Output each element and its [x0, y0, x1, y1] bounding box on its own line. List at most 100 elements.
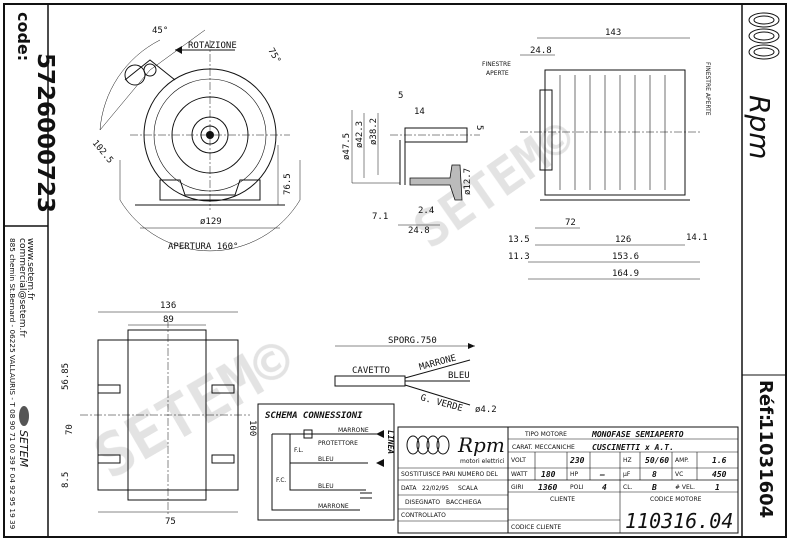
motor-type-label: TIPO MOTORE [524, 431, 567, 438]
dim-11-3: 11.3 [508, 252, 530, 262]
side-view: 143 24.8 FINESTRE APERTE FINESTRE APERTE… [482, 28, 711, 280]
cable-label: CAVETTO [352, 366, 390, 376]
hp-value: — [599, 470, 605, 479]
hz-value: 50/60 [645, 456, 669, 465]
reference-block: Réf: 11031604 [755, 380, 776, 518]
setem-brand: SETEM [17, 430, 30, 468]
opening-160: APERTURA 160° [168, 242, 238, 252]
class-label: CL. [623, 484, 633, 491]
date-label: DATA [401, 485, 417, 492]
schema-marrone-2: MARRONE [318, 503, 349, 510]
dim-24-8-side: 24.8 [530, 46, 552, 56]
client-label: CLIENTE [550, 496, 575, 503]
code-label: code: [14, 12, 33, 61]
dim-89: 89 [163, 315, 174, 325]
terminal-hole: ø4.2 [475, 405, 497, 415]
uf-value: 8 [652, 470, 657, 479]
dim-136: 136 [160, 301, 176, 311]
hp-label: HP [570, 471, 579, 478]
replaces-label: SOSTITUISCE PARI NUMERO DEL [401, 471, 499, 478]
volt-value: 230 [569, 456, 585, 465]
schema-bleu: BLEU [318, 456, 334, 463]
hz-label: HZ [623, 457, 632, 464]
motor-code-label: CODICE MOTORE [650, 496, 702, 503]
watt-value: 180 [541, 470, 556, 479]
ref-value: 11031604 [755, 418, 776, 518]
amp-value: 1.6 [712, 456, 727, 465]
email: commercial@setem.fr [17, 238, 27, 338]
windows-left-2: APERTE [486, 70, 509, 77]
drawn-label: DISEGNATO [405, 499, 440, 506]
height-76-5: 76.5 [283, 173, 293, 195]
dim-8-5: 8.5 [61, 472, 71, 488]
address: 885 chemin St.Bernard - 06225 VALLAURIS … [8, 238, 17, 530]
code-value-group: 5726000723 [32, 53, 58, 213]
class-value: B [651, 483, 657, 492]
dim-5-right: 5 [474, 125, 484, 130]
speed-label: # VEL. [675, 484, 695, 491]
motor-type-value: MONOFASE SEMIAPERTO [591, 430, 684, 439]
windows-left-1: FINESTRE [482, 61, 511, 68]
schema-bleu-2: BLEU [318, 483, 334, 490]
poles-label: POLI [570, 484, 584, 491]
title-block: Rpm motori elettrici SOSTITUISCE PARI NU… [397, 426, 739, 534]
dia-12-7: ø12.7 [463, 168, 473, 195]
dia-42-3: ø42.3 [355, 121, 365, 148]
dim-75: 75 [165, 517, 176, 527]
title-logo-sub: motori elettrici [460, 458, 505, 465]
volt-label: VOLT [511, 457, 526, 464]
checked-label: CONTROLLATO [401, 512, 446, 519]
rpm-logo-text: Rpm [743, 95, 776, 160]
dim-153-6: 153.6 [612, 252, 639, 262]
rotation-label: ROTAZIONE [188, 41, 237, 51]
mech-label: CARAT. MECCANICHE [512, 444, 575, 451]
rpm-coil-logo-icon [748, 12, 780, 60]
motor-code-value: 110316.04 [625, 509, 733, 533]
client-code-label: CODICE CLIENTE [511, 524, 561, 531]
dim-56-85: 56.85 [61, 363, 71, 390]
watt-label: WATT [511, 471, 528, 478]
dim-70: 70 [65, 424, 75, 435]
schema-fc: F.C. [276, 477, 287, 484]
rpm-label: GIRI [511, 484, 524, 491]
amp-label: AMP. [675, 457, 689, 464]
dim-72: 72 [565, 218, 576, 228]
rpm-value: 1360 [538, 483, 557, 492]
front-view: ROTAZIONE 45° 75° 102.5 76.5 ø129 APERTU… [90, 26, 301, 252]
dim-24-8: 24.8 [408, 226, 430, 236]
dim-13-5: 13.5 [508, 235, 530, 245]
diameter-129: ø129 [200, 217, 222, 227]
speed-value: 1 [715, 483, 720, 492]
dim-143: 143 [605, 28, 621, 38]
scale-label: SCALA [458, 485, 479, 492]
code-value-text: 5726000723 [32, 53, 58, 213]
dim-7-1: 7.1 [372, 212, 388, 222]
vc-value: 450 [712, 470, 727, 479]
dia-38-2: ø38.2 [369, 118, 379, 145]
dim-126: 126 [615, 235, 631, 245]
date-value: 22/02/95 [422, 485, 449, 492]
code-block: code: [14, 12, 33, 61]
angle-75: 75° [265, 47, 282, 66]
dia-47-5: ø47.5 [342, 133, 352, 160]
radius-102-5: 102.5 [90, 139, 115, 166]
connection-schema: SCHEMA CONNESSIONI MARRONE PROTETTORE F.… [257, 403, 395, 521]
title-logo: Rpm [457, 433, 505, 457]
vc-label: VC [675, 471, 683, 478]
poles-value: 4 [602, 483, 607, 492]
dim-164-9: 164.9 [612, 269, 639, 279]
schema-protettore: PROTETTORE [318, 440, 358, 447]
drawn-value: BACCHIEGA [446, 499, 482, 506]
dim-2-4: 2.4 [418, 206, 434, 216]
uf-label: µF [623, 471, 631, 478]
setem-logo-icon [19, 406, 29, 426]
wire-blue: BLEU [448, 371, 470, 381]
dim-14: 14 [414, 107, 425, 117]
watermark: SETEM© SETEM© [83, 108, 586, 493]
cable-detail: SPORG.750 CAVETTO MARRONE BLEU G. VERDE … [334, 336, 497, 415]
website: www.setem.fr [25, 238, 35, 300]
wire-brown: MARRONE [418, 353, 457, 372]
dim-14-1: 14.1 [686, 233, 708, 243]
ref-label: Réf: [755, 380, 776, 421]
